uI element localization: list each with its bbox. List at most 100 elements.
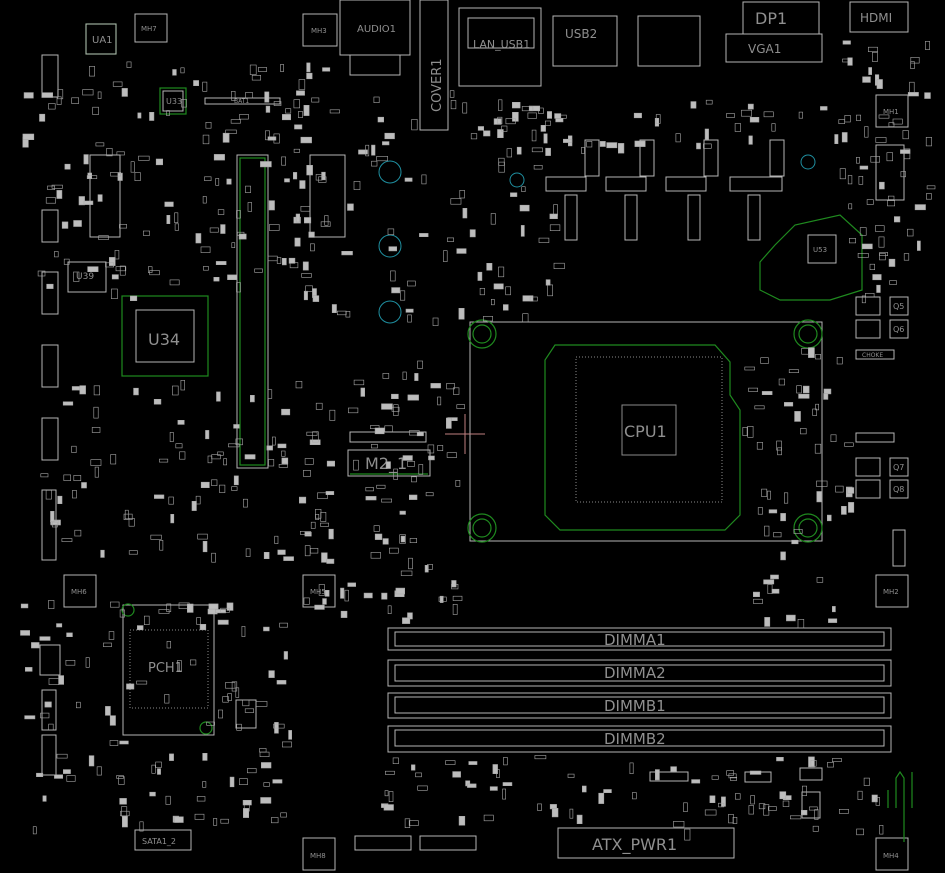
smd-pad — [586, 141, 593, 148]
smd-pad — [446, 452, 457, 458]
smd-pad — [432, 317, 439, 326]
lan-usb1-label: LAN_USB1 — [473, 38, 530, 51]
smd-pad — [445, 417, 452, 429]
smd-pad — [788, 369, 799, 374]
smd-pad — [696, 142, 701, 150]
smd-pad — [767, 490, 771, 500]
smd-pad — [879, 824, 884, 835]
smd-pad — [437, 445, 444, 451]
smd-pad — [24, 667, 33, 672]
smd-pad — [451, 580, 457, 588]
dimm-b2-label: DIMMB2 — [604, 730, 666, 748]
smd-pad — [315, 402, 323, 410]
smd-pad — [428, 455, 435, 461]
smd-pad — [298, 111, 303, 119]
smd-pad — [399, 534, 406, 544]
smd-pad — [175, 443, 183, 449]
smd-pad — [450, 100, 457, 110]
smd-pad — [100, 549, 105, 558]
smd-pad — [114, 250, 120, 260]
smd-pad — [236, 282, 241, 293]
smd-pad — [856, 157, 860, 164]
smd-pad — [744, 366, 755, 371]
smd-pad — [294, 124, 303, 130]
smd-pad — [216, 391, 221, 402]
smd-pad — [878, 236, 885, 248]
smd-pad — [773, 532, 782, 538]
smd-pad — [223, 458, 228, 466]
smd-pad — [39, 113, 46, 122]
smd-pad — [63, 258, 70, 265]
smd-pad — [170, 513, 175, 524]
smd-pad — [109, 257, 116, 266]
smd-pad — [527, 112, 537, 119]
smd-pad — [633, 112, 642, 119]
smd-pad — [116, 151, 125, 156]
smd-pad — [872, 51, 878, 62]
smd-pad — [673, 820, 685, 828]
smd-pad — [828, 618, 838, 623]
smd-pad — [844, 115, 851, 123]
smd-pad — [776, 440, 782, 451]
smd-pad — [815, 403, 819, 411]
smd-pad — [711, 775, 719, 780]
smd-pad — [37, 270, 46, 277]
smd-pad — [486, 262, 493, 271]
smd-pad — [174, 212, 179, 224]
smd-pad — [404, 818, 411, 828]
smd-pad — [45, 197, 56, 204]
smd-pad — [110, 172, 121, 177]
smd-pad — [407, 394, 419, 401]
smd-pad — [407, 461, 415, 467]
smd-pad — [848, 238, 856, 244]
smd-pad — [148, 266, 153, 273]
mh5-label: MH5 — [310, 588, 326, 596]
smd-pad — [66, 775, 76, 782]
smd-pad — [168, 496, 174, 505]
smd-pad — [549, 213, 558, 219]
smd-pad — [506, 148, 512, 158]
vrm-area: U53 — [378, 139, 905, 324]
smd-pad — [267, 136, 277, 141]
smd-pad — [721, 796, 726, 807]
smd-pad — [581, 147, 585, 154]
smd-pad — [85, 657, 90, 668]
smd-pad — [117, 172, 123, 181]
smd-pad — [490, 298, 495, 306]
smd-pad — [61, 538, 73, 542]
ua1-label: UA1 — [92, 35, 113, 46]
smd-pad — [761, 488, 768, 497]
smd-pad — [199, 623, 207, 631]
smd-pad — [534, 755, 547, 760]
smd-pad — [288, 730, 293, 740]
smd-pad — [782, 800, 790, 807]
smd-pad — [151, 764, 156, 774]
cpu-socket: CPU1 — [445, 319, 823, 543]
smd-pad — [391, 287, 401, 294]
smd-pad — [277, 443, 287, 449]
smd-pad — [456, 404, 465, 409]
smd-pad — [907, 92, 919, 97]
smd-pad — [467, 783, 477, 788]
smd-pad — [172, 385, 179, 396]
smd-pad — [374, 533, 383, 540]
smd-pad — [236, 723, 242, 731]
smd-pad — [65, 659, 76, 666]
smd-pad — [73, 271, 80, 282]
smd-pad — [502, 788, 507, 800]
smd-pad — [195, 495, 201, 505]
smd-pad — [408, 820, 419, 826]
smd-pad — [177, 660, 182, 672]
smd-pad — [137, 112, 142, 119]
smd-pad — [384, 425, 393, 432]
smd-pad — [87, 266, 99, 273]
smd-pad — [381, 592, 388, 600]
smd-pad — [279, 622, 288, 628]
smd-pad — [654, 118, 660, 127]
smd-pad — [576, 814, 583, 824]
smd-pad — [502, 782, 513, 787]
smd-pad — [831, 606, 836, 613]
smd-pad — [809, 806, 818, 811]
smd-pad — [569, 808, 574, 819]
smd-pad — [838, 808, 849, 814]
